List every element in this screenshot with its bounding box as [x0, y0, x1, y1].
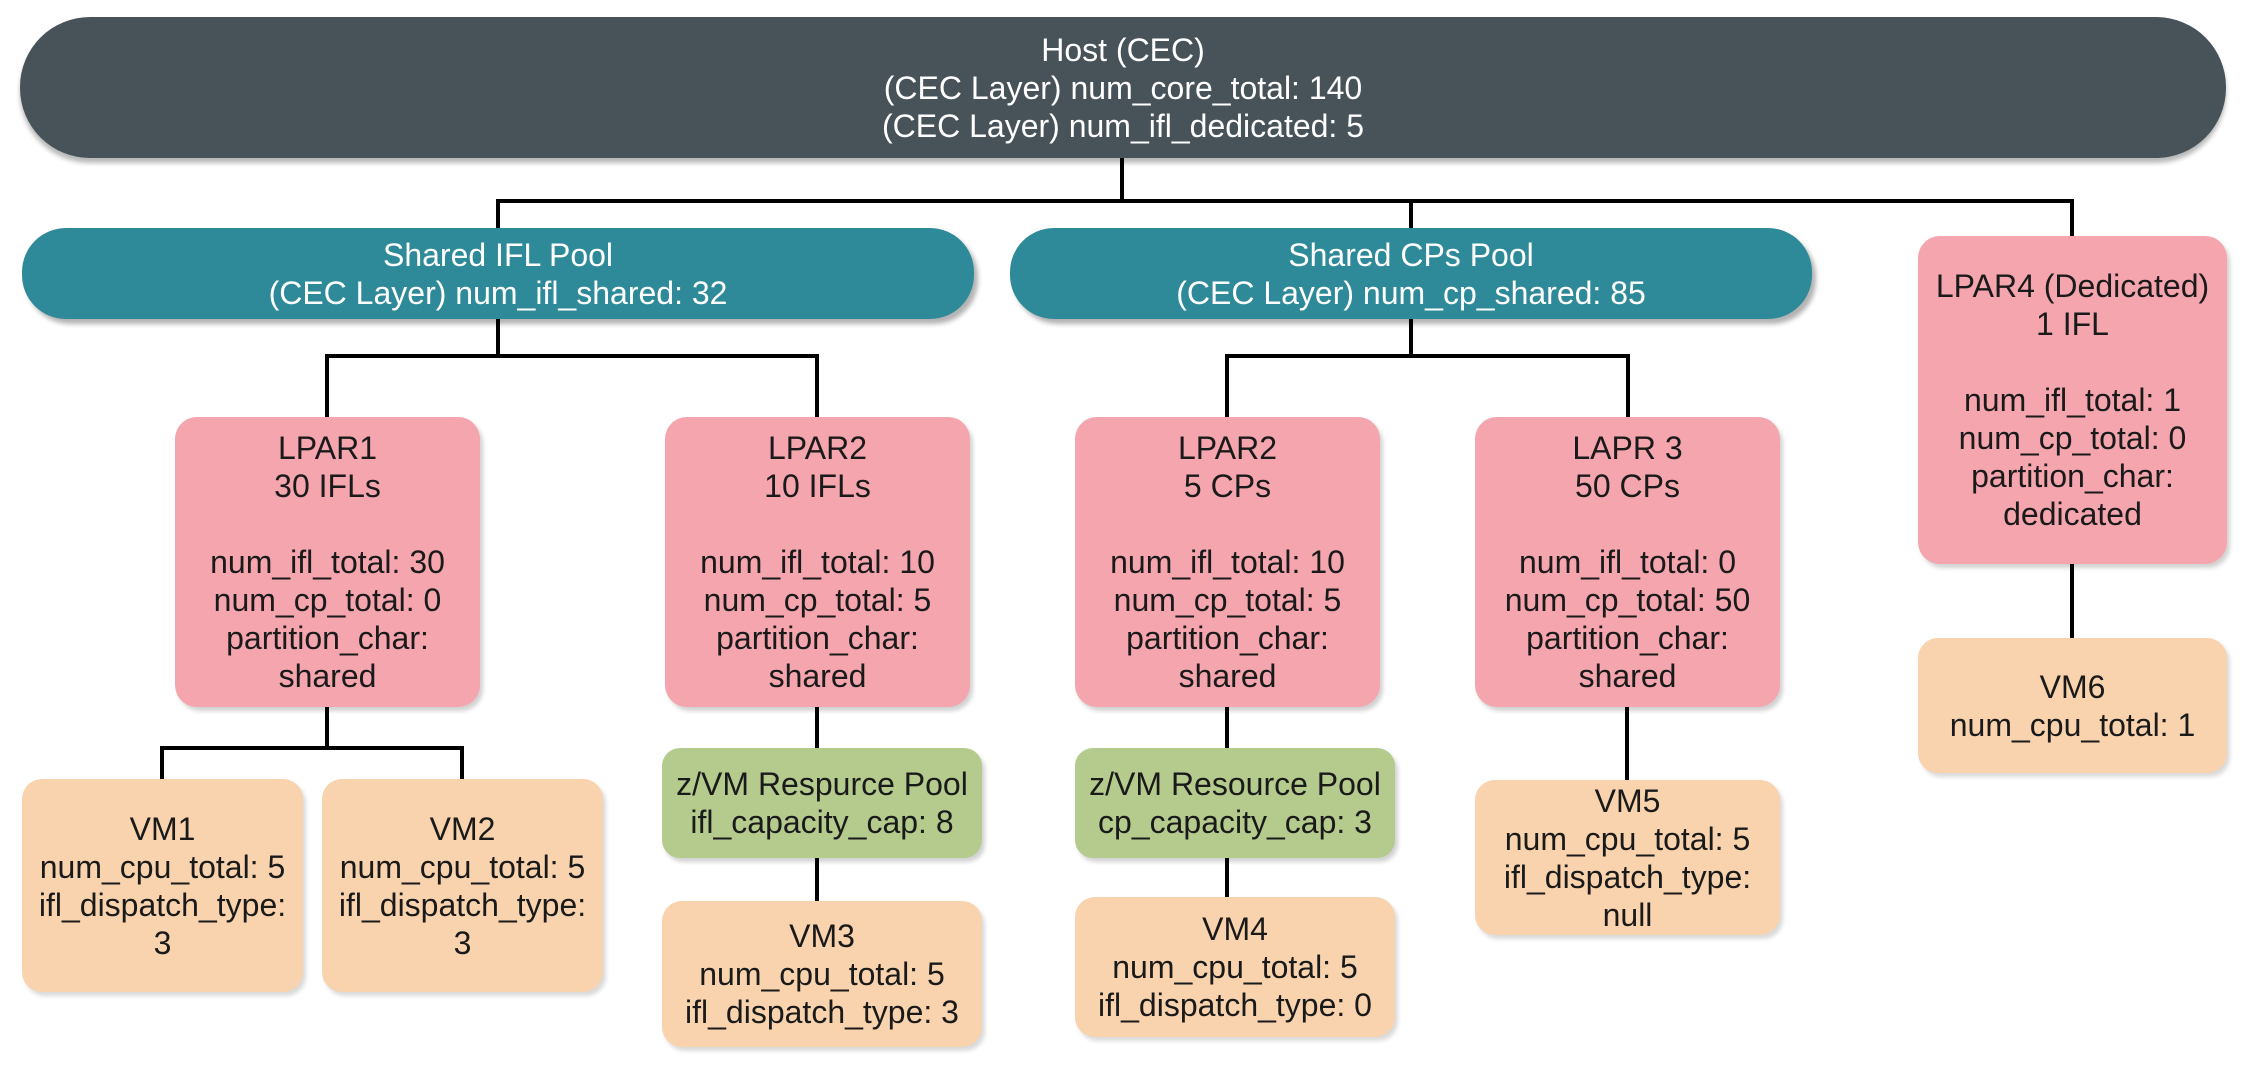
text-line: num_ifl_total: 10 — [1110, 544, 1345, 580]
text-line: 10 IFLs — [764, 468, 871, 504]
text-line: partition_char: — [1526, 620, 1729, 656]
text-line: VM1 — [129, 810, 196, 847]
text-line — [1223, 505, 1232, 543]
text-line: num_cpu_total: 5 — [1504, 820, 1751, 857]
text-line — [2068, 343, 2077, 381]
text-line — [813, 505, 822, 543]
text-line: ifl_dispatch_type: 0 — [1098, 987, 1372, 1023]
text-line: shared — [1578, 658, 1677, 694]
text-line: shared — [278, 658, 377, 694]
text-line: shared — [768, 658, 867, 694]
text-line: ifl_dispatch_type: — [338, 886, 587, 923]
text-line: LAPR 3 — [1572, 430, 1683, 466]
text-line: num_cpu_total: 5 — [39, 848, 286, 885]
text-line: num_cpu_total: 5 — [339, 848, 586, 885]
text-line: ifl_capacity_cap: 8 — [690, 804, 954, 840]
text-line: (CEC Layer) num_core_total: 140 — [883, 69, 1363, 106]
text-line: ifl_dispatch_type: 3 — [685, 994, 959, 1030]
text-line: Host (CEC) — [1041, 31, 1205, 68]
shared-ifl-pool-node: Shared IFL Pool(CEC Layer) num_ifl_share… — [22, 228, 974, 319]
text-line: 3 — [153, 924, 172, 961]
shared-cps-pool-node: Shared CPs Pool(CEC Layer) num_cp_shared… — [1010, 228, 1812, 319]
text-line: z/VM Resource Pool — [1089, 766, 1381, 802]
text-line: partition_char: — [1971, 458, 2174, 494]
text-line: num_ifl_total: 0 — [1518, 544, 1736, 580]
text-line: (CEC Layer) num_ifl_dedicated: 5 — [881, 107, 1364, 144]
text-line: Shared CPs Pool — [1288, 236, 1534, 273]
text-line: VM2 — [429, 810, 496, 847]
text-line: VM3 — [789, 918, 855, 954]
text-line: num_cp_total: 50 — [1504, 582, 1751, 618]
text-line: ifl_dispatch_type: — [38, 886, 287, 923]
text-line: VM4 — [1202, 911, 1268, 947]
text-line: 1 IFL — [2036, 306, 2109, 342]
text-line: dedicated — [2003, 496, 2142, 532]
text-line: LPAR4 (Dedicated) — [1935, 268, 2210, 304]
text-line: num_cpu_total: 5 — [1112, 949, 1358, 985]
text-line: shared — [1178, 658, 1277, 694]
text-line: VM5 — [1594, 782, 1661, 819]
text-line: num_cp_total: 5 — [703, 582, 932, 618]
text-line: 50 CPs — [1575, 468, 1680, 504]
text-line: num_ifl_total: 10 — [700, 544, 935, 580]
text-line: (CEC Layer) num_ifl_shared: 32 — [268, 274, 728, 311]
text-line: cp_capacity_cap: 3 — [1098, 804, 1372, 840]
text-line — [323, 505, 332, 543]
text-line: 30 IFLs — [274, 468, 381, 504]
text-line: 5 CPs — [1183, 468, 1272, 504]
text-line: VM6 — [2039, 668, 2106, 705]
text-line: null — [1602, 896, 1653, 933]
text-line: z/VM Respurce Pool — [676, 766, 968, 802]
text-line: (CEC Layer) num_cp_shared: 85 — [1176, 274, 1646, 311]
text-line: LPAR1 — [277, 430, 377, 466]
text-line: LPAR2 — [767, 430, 867, 466]
text-line: partition_char: — [716, 620, 919, 656]
text-line: num_cp_total: 0 — [1958, 420, 2187, 456]
text-line: num_cp_total: 0 — [213, 582, 442, 618]
text-line: 3 — [453, 924, 472, 961]
text-line — [1623, 505, 1632, 543]
text-line: num_cp_total: 5 — [1113, 582, 1342, 618]
text-line: num_ifl_total: 30 — [210, 544, 445, 580]
text-line: num_ifl_total: 1 — [1963, 382, 2181, 418]
text-line: partition_char: — [226, 620, 429, 656]
text-line: num_cpu_total: 5 — [699, 956, 945, 992]
text-line: num_cpu_total: 1 — [1949, 706, 2196, 743]
text-line: Shared IFL Pool — [382, 236, 614, 273]
text-line: LPAR2 — [1177, 430, 1277, 466]
host-cec-node: Host (CEC)(CEC Layer) num_core_total: 14… — [20, 17, 2226, 158]
text-line: ifl_dispatch_type: — [1503, 858, 1752, 895]
text-line: partition_char: — [1126, 620, 1329, 656]
